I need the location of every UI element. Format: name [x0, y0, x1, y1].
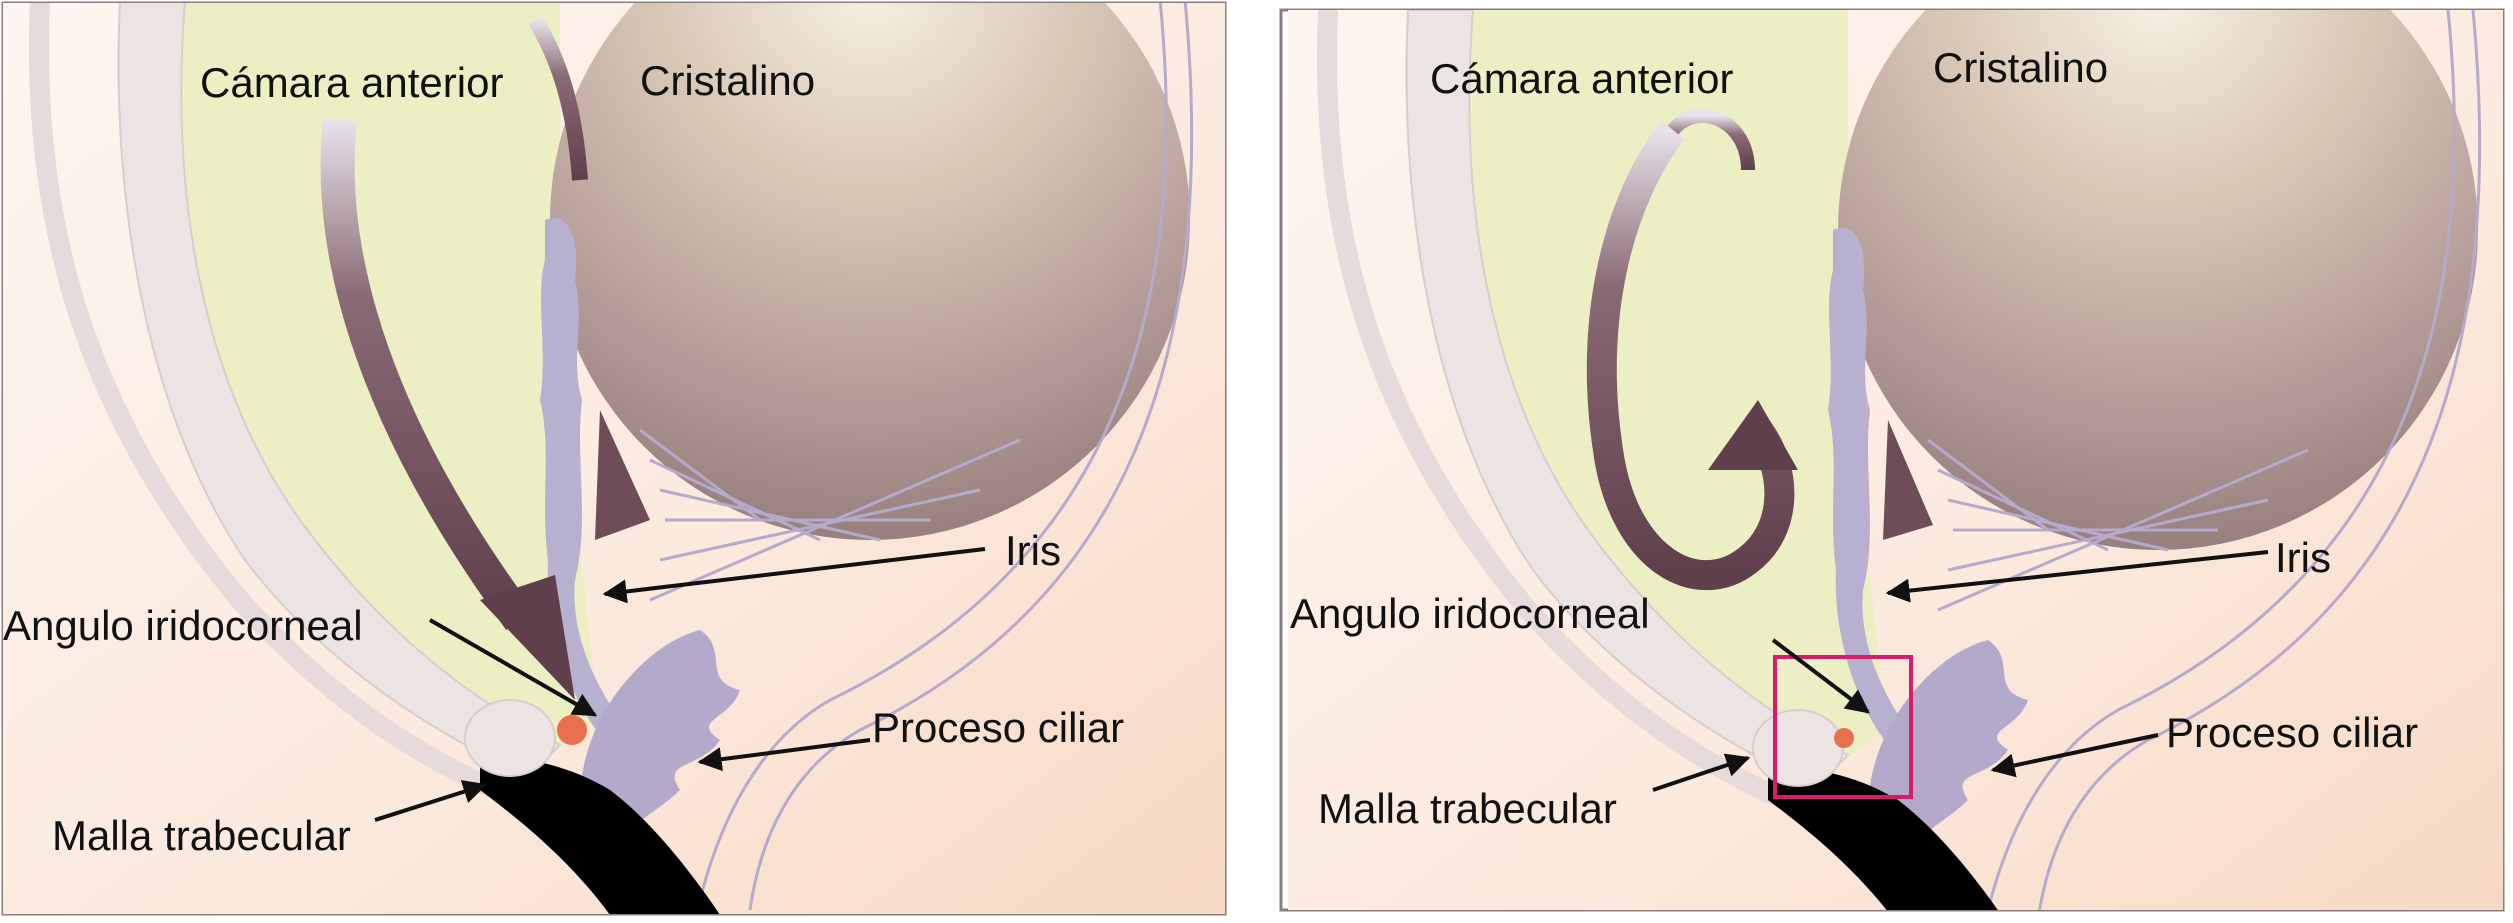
label-iridocorneal-angle: Angulo iridocorneal [1290, 590, 1650, 637]
label-iris: Iris [2275, 534, 2331, 581]
iris-push-arrow [595, 410, 650, 540]
label-anterior-chamber: Cámara anterior [1430, 55, 1733, 102]
panel-right: Cámara anterior Cristalino Iris Angulo i… [1279, 8, 2505, 912]
label-ciliary-process: Proceso ciliar [2166, 709, 2418, 756]
aqueous-flow-arrow [528, 15, 588, 181]
label-ciliary-process: Proceso ciliar [872, 704, 1124, 751]
aqueous-recirculate-arrow-head [1708, 400, 1798, 470]
label-iris: Iris [1005, 527, 1061, 574]
panel-left: Cámara anterior Cristalino Iris Angulo i… [1, 1, 1227, 916]
label-iridocorneal-angle: Angulo iridocorneal [3, 602, 363, 649]
label-trabecular-meshwork: Malla trabecular [1318, 785, 1617, 832]
angle-highlight-box [1773, 655, 1913, 799]
aqueous-drain-arrow [320, 118, 534, 631]
aqueous-flow-arrow [1586, 120, 1795, 591]
label-lens: Cristalino [640, 57, 815, 104]
label-trabecular-meshwork: Malla trabecular [52, 812, 351, 859]
iris-push-arrow [1883, 420, 1933, 540]
iridocorneal-angle-dot [1834, 728, 1854, 748]
aqueous-flow-top [1667, 108, 1755, 171]
iridocorneal-angle-dot [557, 715, 587, 745]
label-lens: Cristalino [1933, 44, 2108, 91]
label-anterior-chamber: Cámara anterior [200, 59, 503, 106]
